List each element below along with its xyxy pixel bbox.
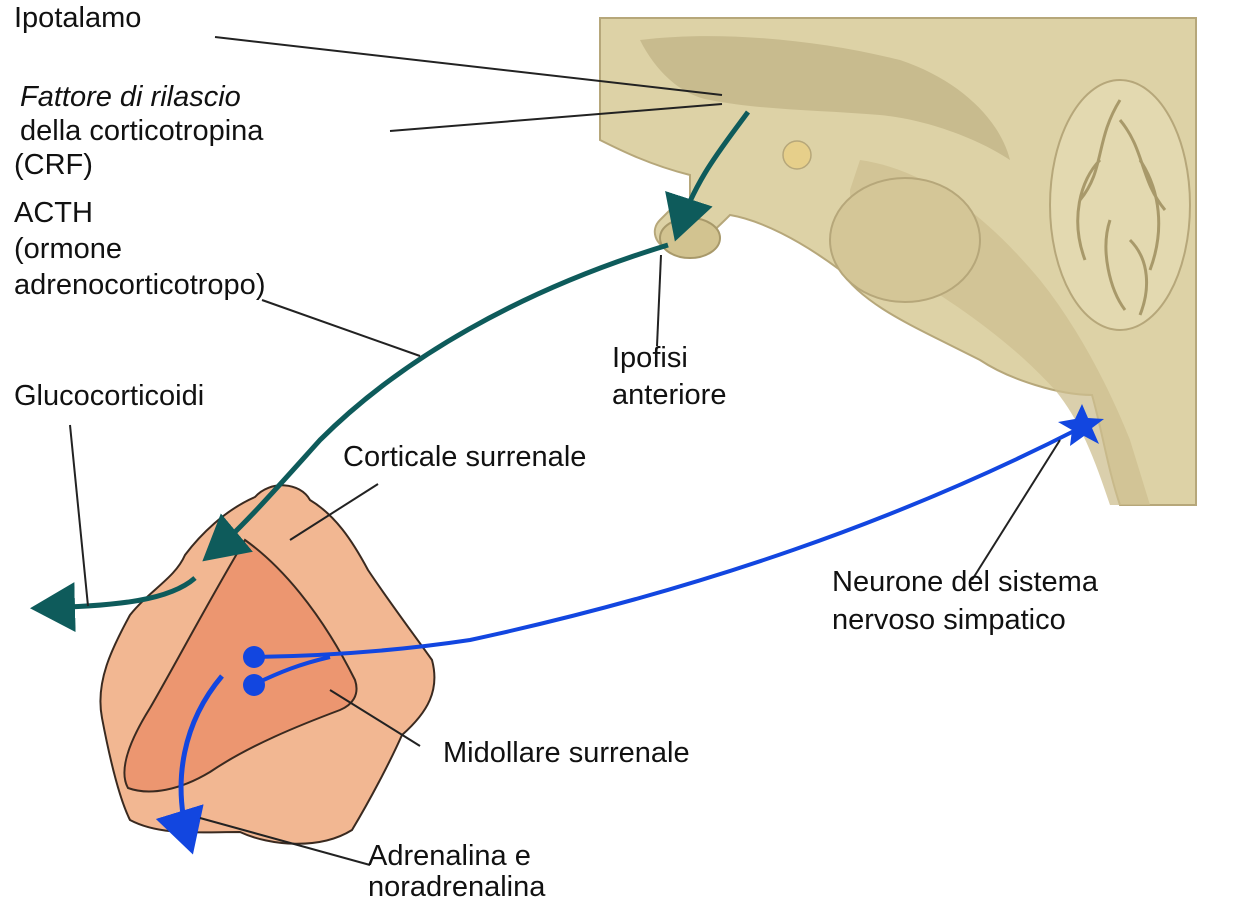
leader-ipofisi [657,255,661,346]
axon-terminal-2 [243,674,265,696]
label-neurone-line2: nervoso simpatico [832,603,1066,638]
label-adrenalina-line2: noradrenalina [368,870,545,905]
cerebellum [1050,80,1190,330]
label-neurone-line1: Neurone del sistema [832,565,1098,600]
label-adrenalina-line1: Adrenalina e [368,839,531,874]
label-acth-line2: (ormone [14,232,122,267]
label-midollare: Midollare surrenale [443,736,690,771]
label-glucocorticoidi: Glucocorticoidi [14,379,204,414]
axon-terminal-1 [243,646,265,668]
label-ipotalamo: Ipotalamo [14,1,141,36]
label-acth-line1: ACTH [14,196,93,231]
label-acth-line3: adrenocorticotropo) [14,268,265,303]
pituitary-gland [660,218,720,258]
label-ipofisi-line1: Ipofisi [612,341,688,376]
label-ipofisi-line2: anteriore [612,378,726,413]
label-corticale: Corticale surrenale [343,440,586,475]
label-crf-line1: Fattore di rilascio [20,80,241,115]
label-crf-line2: della corticotropina [20,114,263,149]
mammillary-body [783,141,811,169]
leader-glucocorticoidi [70,425,88,606]
leader-acth [262,300,420,356]
adrenal-gland [100,485,434,843]
label-crf-line3: (CRF) [14,148,93,183]
pons [830,178,980,302]
